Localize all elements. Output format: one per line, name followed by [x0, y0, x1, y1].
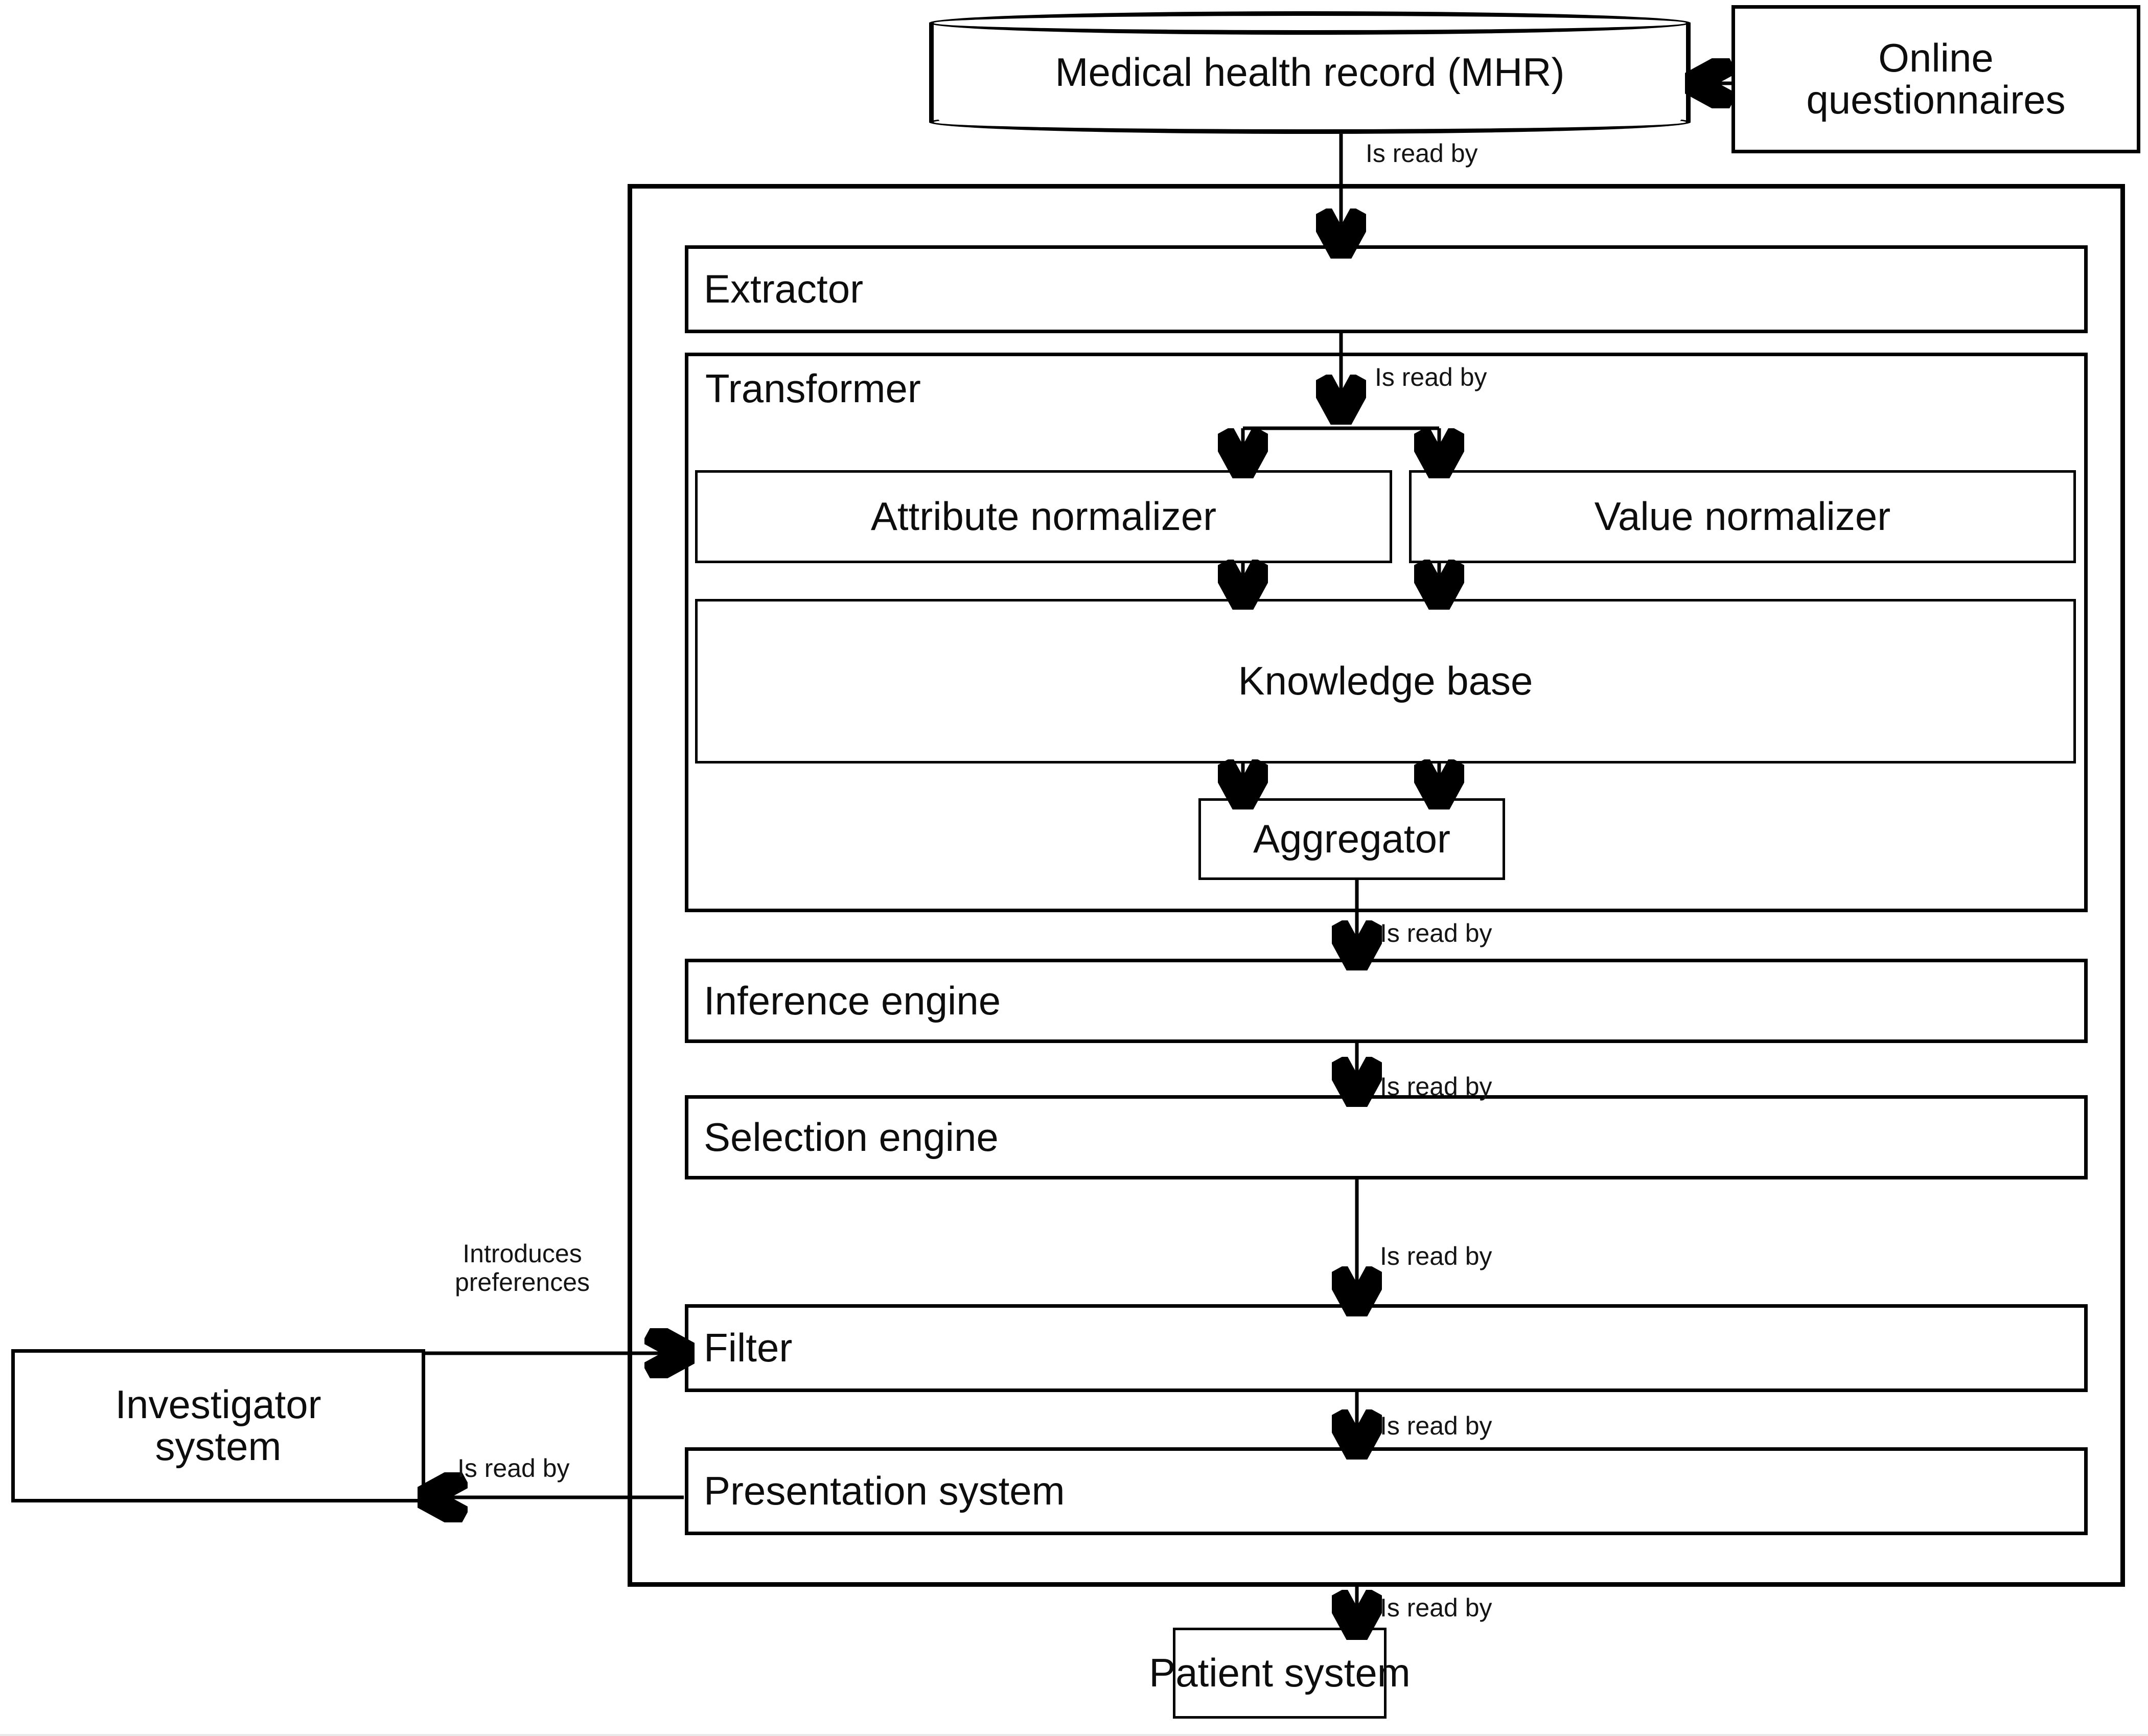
edge-label-presentation-to-patient: Is read by: [1380, 1593, 1492, 1622]
transformer-label: Transformer: [705, 366, 921, 411]
presentation-system-node[interactable]: Presentation system: [685, 1447, 2088, 1535]
medical-health-record-label: Medical health record (MHR): [1055, 50, 1565, 95]
presentation-system-label: Presentation system: [704, 1468, 1065, 1514]
knowledge-base-label: Knowledge base: [1238, 658, 1533, 704]
filter-node[interactable]: Filter: [685, 1304, 2088, 1392]
selection-engine-node[interactable]: Selection engine: [685, 1095, 2088, 1179]
page-bottom-rule: [0, 1734, 2148, 1736]
cylinder-text-wrap: Medical health record (MHR): [929, 11, 1691, 134]
edge-label-filter-to-presentation: Is read by: [1380, 1411, 1492, 1440]
cylinder-top-ellipse: [929, 11, 1691, 35]
edge-label-mhr-to-extractor: Is read by: [1366, 139, 1478, 168]
edge-label-aggregator-to-inference: Is read by: [1380, 919, 1492, 947]
edge-label-presentation-to-investigator: Is read by: [457, 1454, 570, 1483]
aggregator-label: Aggregator: [1253, 816, 1450, 862]
knowledge-base-node[interactable]: Knowledge base: [695, 599, 2076, 763]
selection-engine-label: Selection engine: [704, 1114, 999, 1160]
aggregator-node[interactable]: Aggregator: [1198, 798, 1505, 880]
value-normalizer-node[interactable]: Value normalizer: [1409, 470, 2076, 563]
patient-system-node[interactable]: Patient system: [1149, 1628, 1411, 1719]
attribute-normalizer-node[interactable]: Attribute normalizer: [695, 470, 1392, 563]
medical-health-record-node[interactable]: Medical health record (MHR): [929, 11, 1691, 134]
patient-system-label: Patient system: [1149, 1650, 1411, 1696]
value-normalizer-label: Value normalizer: [1594, 494, 1891, 539]
filter-label: Filter: [704, 1325, 793, 1371]
extractor-node[interactable]: Extractor: [685, 245, 2088, 333]
system-container: [628, 184, 2125, 1587]
edge-label-inference-to-selection: Is read by: [1380, 1072, 1492, 1101]
cylinder-bottom-ellipse: [929, 110, 1691, 134]
attribute-normalizer-label: Attribute normalizer: [870, 494, 1217, 539]
inference-engine-label: Inference engine: [704, 978, 1001, 1023]
inference-engine-node[interactable]: Inference engine: [685, 959, 2088, 1043]
extractor-label: Extractor: [704, 266, 864, 312]
edge-label-selection-to-filter: Is read by: [1380, 1242, 1492, 1270]
transformer-container: [685, 353, 2088, 912]
edge-label-extractor-to-normalizers: Is read by: [1375, 363, 1487, 391]
